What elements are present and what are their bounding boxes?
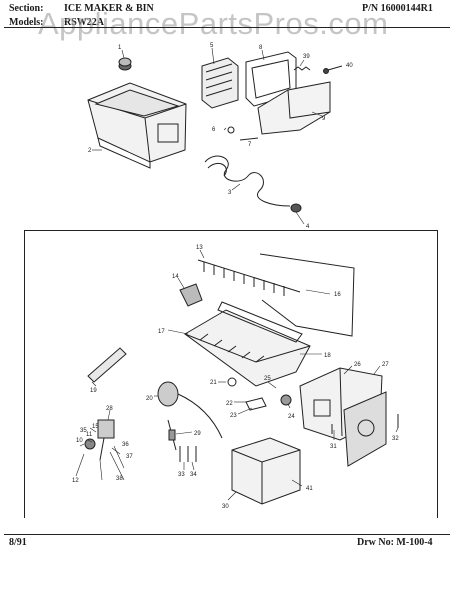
tray-part-icon: [257, 81, 331, 135]
model-value: RSW22A: [64, 17, 105, 28]
section-label: Section:: [9, 3, 44, 14]
callout-33: 33: [178, 472, 185, 478]
callout-16: 16: [334, 292, 341, 298]
callout-32: 32: [392, 436, 399, 442]
shaft-part-icon: [87, 347, 127, 383]
callout-18: 18: [324, 353, 331, 359]
drawing-number: Drw No: M-100-4: [357, 537, 433, 548]
wire-harness-part-icon: [204, 155, 302, 213]
callout-15: 15: [92, 424, 99, 430]
callout-2: 2: [88, 148, 92, 154]
callout-27: 27: [382, 362, 389, 368]
lever-part-icon: [245, 397, 267, 411]
callout-29: 29: [194, 431, 201, 437]
callout-20: 20: [146, 396, 153, 402]
callout-5: 5: [210, 43, 214, 49]
callout-4: 4: [306, 224, 310, 230]
section-value: ICE MAKER & BIN: [64, 3, 154, 14]
bushing-part-icon: [227, 377, 237, 387]
callout-13: 13: [196, 245, 203, 251]
callout-31: 31: [330, 444, 337, 450]
callout-35: 35: [80, 428, 87, 434]
pin-part-icon: [239, 137, 259, 141]
callout-22: 22: [226, 401, 233, 407]
callout-9: 9: [322, 116, 326, 122]
callout-17: 17: [158, 329, 165, 335]
callout-28: 28: [106, 406, 113, 412]
watermark: AppliancePartsPros.com: [38, 6, 389, 41]
ejector-part-icon: [197, 259, 301, 296]
lower-box-right: [437, 231, 438, 518]
callout-41: 41: [306, 486, 313, 492]
fuse-part-icon: [167, 419, 177, 451]
callout-25: 25: [264, 376, 271, 382]
callout-40: 40: [346, 63, 353, 69]
mold-part-icon: [184, 309, 311, 387]
callout-24: 24: [288, 414, 295, 420]
switch-part-icon: [84, 419, 115, 461]
callout-36: 36: [122, 442, 129, 448]
part-number: P/N 16000144R1: [362, 3, 433, 14]
ice-bin-part-icon: [87, 82, 187, 169]
callout-10: 10: [76, 438, 83, 444]
callout-12: 12: [72, 478, 79, 484]
footer-rule: [4, 534, 450, 535]
callout-30: 30: [222, 504, 229, 510]
gear-part-icon: [280, 394, 292, 406]
header-rule: [4, 27, 450, 28]
callout-6: 6: [212, 127, 216, 133]
callout-38: 38: [116, 476, 123, 482]
callout-26: 26: [354, 362, 361, 368]
knob-part-icon: [118, 57, 132, 71]
stripper-part-icon: [217, 301, 303, 343]
callout-23: 23: [230, 413, 237, 419]
callout-19: 19: [90, 388, 97, 394]
bracket-part-icon: [201, 57, 239, 109]
screw-part-icon: [323, 65, 343, 74]
clip-part-icon: [179, 283, 203, 307]
callout-37: 37: [126, 454, 133, 460]
screws-part-icon: [179, 446, 197, 462]
section-divider: [24, 230, 438, 231]
callout-39: 39: [303, 54, 310, 60]
callout-11: 11: [86, 432, 93, 438]
cover-part-icon: [259, 253, 355, 337]
model-label: Models:: [9, 17, 44, 28]
motor-part-icon: [343, 391, 387, 467]
lower-box-left: [24, 231, 25, 518]
washer-part-icon: [227, 126, 235, 134]
callout-14: 14: [172, 274, 179, 280]
callout-7: 7: [248, 142, 252, 148]
front-cover-part-icon: [231, 437, 301, 505]
footer-date: 8/91: [9, 537, 27, 548]
callout-1: 1: [118, 45, 122, 51]
callout-8: 8: [259, 45, 263, 51]
callout-21: 21: [210, 380, 217, 386]
callout-3: 3: [228, 190, 232, 196]
callout-34: 34: [190, 472, 197, 478]
thermostat-part-icon: [157, 381, 223, 439]
spring-part-icon: [293, 66, 311, 71]
